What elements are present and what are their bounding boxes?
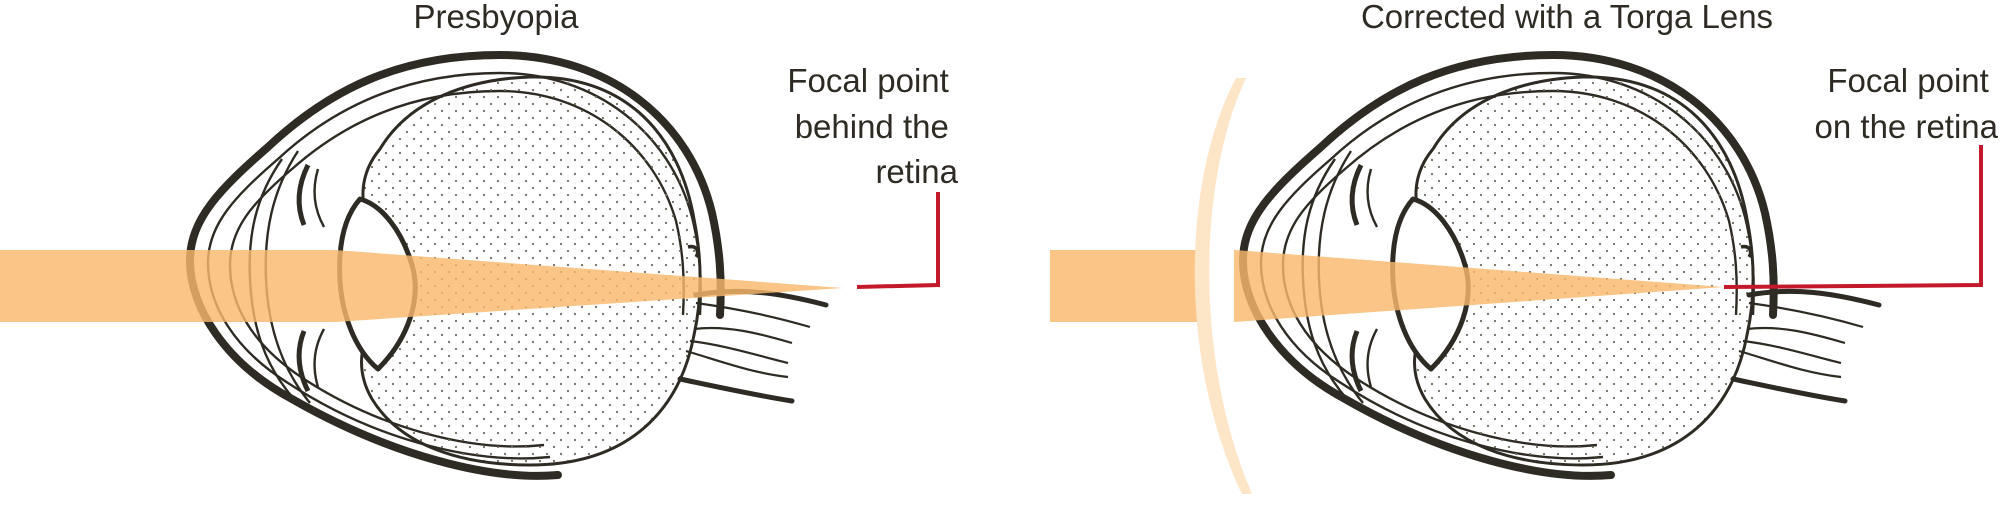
focal-point-leader-line	[856, 192, 940, 289]
converging-light-beam	[335, 250, 843, 322]
callout-line: behind the	[795, 108, 949, 145]
callout-line: Focal point	[787, 62, 948, 99]
callout-line: Focal point	[1827, 62, 1988, 99]
callout-line: on the retina	[1815, 108, 1999, 145]
panel-corrected: Corrected with a Torga Lens Focal point …	[1050, 0, 1999, 494]
focal-point-callout: Focal point behind the retina	[787, 62, 958, 190]
incoming-light-beam	[0, 250, 335, 322]
focal-point-leader-line	[1723, 145, 1983, 289]
panel-title: Corrected with a Torga Lens	[1361, 0, 1773, 35]
callout-line: retina	[875, 153, 958, 190]
converging-light-beam	[1234, 250, 1724, 322]
focal-point-callout: Focal point on the retina	[1815, 62, 1999, 145]
incoming-light-beam	[1050, 250, 1204, 322]
panel-presbyopia: Presbyopia Focal point behind the retina	[0, 0, 959, 476]
panel-title: Presbyopia	[413, 0, 579, 35]
torga-corrective-lens	[1194, 78, 1252, 494]
